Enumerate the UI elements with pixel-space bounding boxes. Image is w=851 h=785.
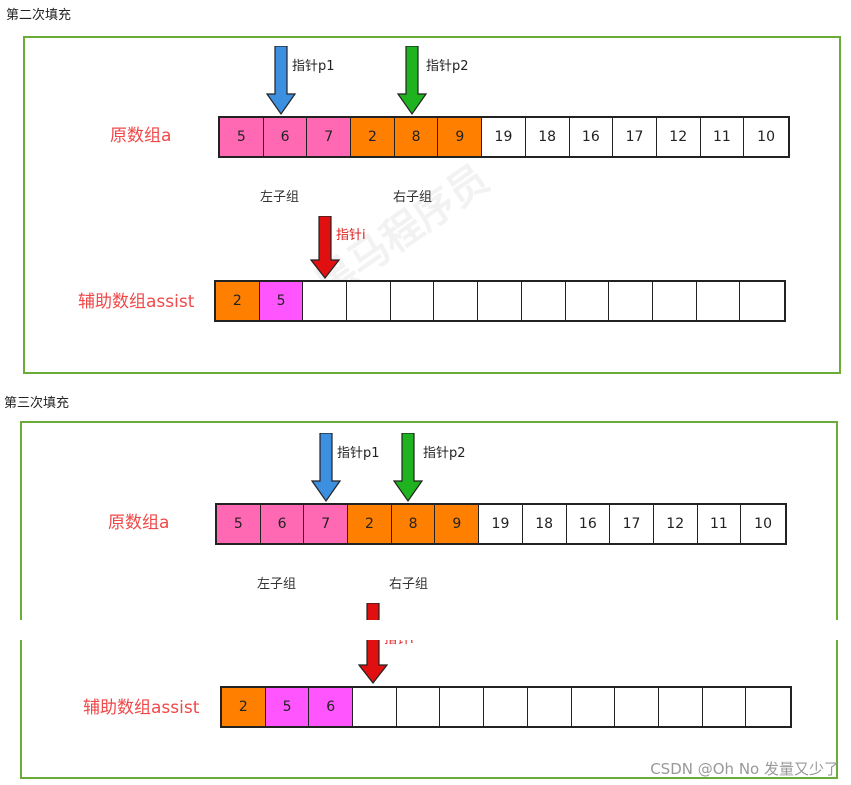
section-title-3: 第三次填充 xyxy=(4,396,70,411)
original-array-label: 原数组a xyxy=(108,513,170,533)
original-cell: 5 xyxy=(217,505,261,543)
pointer-i-label: 指针i xyxy=(336,228,366,243)
assist-cell xyxy=(652,282,697,320)
assist-cell: 5 xyxy=(265,688,310,726)
left-group-label: 左子组 xyxy=(257,577,297,592)
original-cell: 6 xyxy=(260,505,305,543)
assist-cell xyxy=(353,688,397,726)
assist-cell xyxy=(658,688,703,726)
pointer-p1-label: 指针p1 xyxy=(292,59,335,74)
assist-cell xyxy=(740,282,784,320)
assist-cell xyxy=(478,282,522,320)
footer-credit: CSDN @Oh No 发量又少了 xyxy=(650,760,839,778)
assist-cell xyxy=(609,282,653,320)
assist-cell xyxy=(396,688,441,726)
pointer-p1-label: 指针p1 xyxy=(337,446,380,461)
original-cell: 16 xyxy=(569,118,614,156)
pointer-p2-label: 指针p2 xyxy=(426,59,469,74)
pointer-p1-arrow-icon xyxy=(311,433,341,503)
assist-cell xyxy=(347,282,391,320)
assist-array-label: 辅助数组assist xyxy=(83,698,200,718)
section-frame-2 xyxy=(23,36,841,374)
original-cell: 11 xyxy=(697,505,742,543)
original-cell: 18 xyxy=(522,505,567,543)
original-cell: 5 xyxy=(220,118,264,156)
original-cell: 6 xyxy=(263,118,308,156)
assist-array-label: 辅助数组assist xyxy=(78,292,195,312)
pointer-p2-arrow-icon xyxy=(393,433,423,503)
original-array-label: 原数组a xyxy=(110,126,172,146)
right-group-label: 右子组 xyxy=(393,190,433,205)
original-cell: 18 xyxy=(525,118,570,156)
original-cell: 7 xyxy=(307,118,352,156)
assist-cell xyxy=(746,688,790,726)
assist-cell xyxy=(696,282,741,320)
assist-cell xyxy=(434,282,479,320)
assist-cell xyxy=(390,282,435,320)
left-group-label: 左子组 xyxy=(260,190,300,205)
original-cell: 2 xyxy=(348,505,392,543)
original-cell: 11 xyxy=(700,118,745,156)
assist-cell xyxy=(484,688,528,726)
assist-cell: 6 xyxy=(309,688,354,726)
original-cell: 8 xyxy=(394,118,439,156)
original-cell: 12 xyxy=(653,505,698,543)
pointer-p2-label: 指针p2 xyxy=(423,446,466,461)
right-group-label: 右子组 xyxy=(389,577,429,592)
assist-cell xyxy=(440,688,485,726)
pointer-p2-arrow-icon xyxy=(397,46,427,116)
original-cell: 12 xyxy=(656,118,701,156)
assist-cell xyxy=(571,688,616,726)
original-cell: 17 xyxy=(610,505,654,543)
original-cell: 8 xyxy=(391,505,436,543)
assist-cell: 5 xyxy=(259,282,304,320)
original-cell: 7 xyxy=(304,505,349,543)
assist-cell: 2 xyxy=(216,282,260,320)
original-cell: 17 xyxy=(613,118,657,156)
original-cell: 10 xyxy=(744,118,788,156)
section-frame-3 xyxy=(20,421,838,779)
image-cut-gap xyxy=(0,620,851,640)
original-cell: 9 xyxy=(438,118,483,156)
section-title-2: 第二次填充 xyxy=(6,8,72,23)
assist-cell xyxy=(521,282,566,320)
pointer-i-arrow-icon xyxy=(310,216,340,279)
original-cell: 19 xyxy=(479,505,523,543)
pointer-i-arrow-icon xyxy=(358,603,388,684)
assist-cell xyxy=(527,688,572,726)
original-cell: 2 xyxy=(351,118,395,156)
assist-cell xyxy=(565,282,610,320)
assist-cell xyxy=(615,688,659,726)
original-cell: 19 xyxy=(482,118,526,156)
original-cell: 10 xyxy=(741,505,785,543)
assist-cell: 2 xyxy=(222,688,266,726)
original-cell: 16 xyxy=(566,505,611,543)
pointer-p1-arrow-icon xyxy=(266,46,296,116)
original-cell: 9 xyxy=(435,505,480,543)
assist-cell xyxy=(303,282,348,320)
assist-cell xyxy=(702,688,747,726)
